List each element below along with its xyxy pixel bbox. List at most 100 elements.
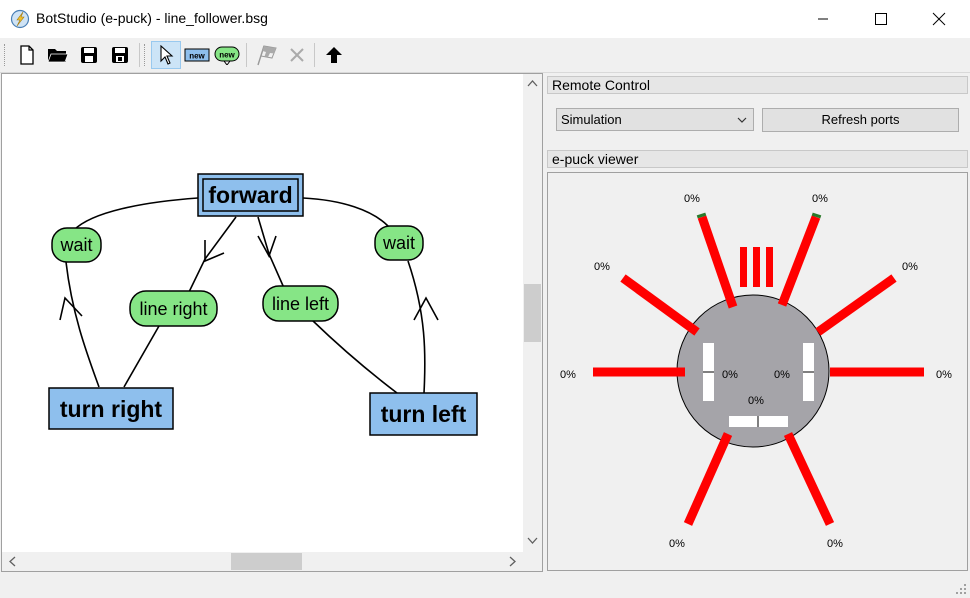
scrollbar-track [9,553,516,570]
maximize-icon [875,13,887,25]
minimize-icon [818,18,828,20]
open-file-button[interactable] [45,42,71,68]
arrow-up-icon [326,47,342,63]
epuck-viewer-header: e-puck viewer [547,150,968,168]
chevron-down-icon [737,117,747,123]
sensor-value: 0% [827,538,843,550]
close-button[interactable] [910,0,968,38]
save-as-button[interactable] [107,42,133,68]
cursor-arrow-icon [160,45,174,65]
build-button[interactable] [253,42,279,68]
chevron-up-icon[interactable] [527,80,538,87]
graph-canvas[interactable]: forward turn right turn left wait wait l… [1,73,543,572]
graph-diagram: forward turn right turn left wait wait l… [48,173,478,436]
proximity-sensor-bar [683,432,733,526]
proximity-sensor-bar [815,274,897,336]
sensor-value: 0% [560,369,576,381]
save-icon [81,47,97,63]
new-state-button[interactable]: new [184,42,210,68]
delete-button[interactable] [284,42,310,68]
condition-line-right[interactable]: line right [129,290,218,327]
proximity-sensor-bar [620,274,700,336]
svg-text:new: new [189,52,205,61]
new-file-button[interactable] [14,42,40,68]
svg-text:new: new [219,51,235,60]
led-indicator [766,247,773,287]
proximity-sensor-bar [697,215,738,309]
edge-line-right-turn-right [123,325,160,388]
condition-label: line right [139,299,207,319]
ground-sensor-value: 0% [748,395,764,407]
new-file-icon [20,45,34,65]
toolbar-separator [246,43,247,67]
condition-wait-left[interactable]: wait [51,227,102,263]
led-indicator [740,247,747,287]
chevron-left-icon[interactable] [9,556,16,567]
vertical-scrollbar[interactable] [523,74,542,552]
sensor-tip [811,212,822,219]
port-select-value: Simulation [561,112,622,127]
edge-arrowhead [257,235,277,258]
new-condition-icon: new [214,46,240,65]
ground-sensor-value: 0% [722,369,738,381]
port-select[interactable]: Simulation [556,108,754,131]
toolbar-grip[interactable] [4,44,7,66]
state-turn-left[interactable]: turn left [369,392,478,436]
chevron-down-icon[interactable] [527,537,538,544]
edge-forward-wait-right [302,197,389,227]
refresh-ports-button[interactable]: Refresh ports [762,108,959,132]
save-button[interactable] [76,42,102,68]
title-bar: BotStudio (e-puck) - line_follower.bsg [0,0,970,38]
edge-arrowhead [413,296,439,321]
edge-arrowhead [204,240,225,263]
sensor-value: 0% [902,261,918,273]
save-as-icon [112,47,128,63]
edge-forward-line-right [188,216,237,293]
epuck-viewer: 0% 0% 0% 0% 0% 0% 0% 0% 0% 0% 0% [547,172,968,571]
epuck-robot-diagram: 0% 0% 0% 0% 0% 0% 0% 0% 0% 0% 0% [560,193,952,550]
scrollbar-thumb[interactable] [231,553,302,570]
state-label: forward [208,182,292,208]
state-turn-right[interactable]: turn right [48,387,174,430]
toolbar: new new [0,38,970,73]
condition-label: line left [272,294,329,314]
new-state-icon: new [184,48,210,62]
upload-button[interactable] [321,42,347,68]
maximize-button[interactable] [852,0,910,38]
toolbar-grip[interactable] [144,44,147,66]
new-condition-button[interactable]: new [214,42,240,68]
chevron-right-icon[interactable] [509,556,516,567]
select-tool-button[interactable] [151,41,181,69]
ground-sensor-value: 0% [774,369,790,381]
window-title: BotStudio (e-puck) - line_follower.bsg [36,10,268,26]
scrollbar-corner [523,552,542,571]
remote-control-header: Remote Control [547,76,968,94]
horizontal-scrollbar[interactable] [2,552,523,571]
sensor-tip [696,212,707,219]
led-indicator [753,247,760,287]
sensor-value: 0% [684,193,700,205]
edge-turn-left-wait [407,260,426,394]
condition-line-left[interactable]: line left [262,285,339,322]
proximity-sensor-bar [783,432,835,526]
sensor-value: 0% [594,261,610,273]
checkered-flag-icon [257,45,277,66]
scrollbar-thumb[interactable] [524,284,541,342]
sensor-value: 0% [936,369,952,381]
minimize-button[interactable] [794,0,852,38]
state-label: turn right [60,396,163,422]
state-forward[interactable]: forward [197,173,304,217]
app-icon [10,9,30,29]
toolbar-separator [314,43,315,67]
condition-wait-right[interactable]: wait [374,225,424,261]
edge-turn-right-wait [65,261,100,388]
edge-line-left-turn-left [311,319,398,394]
delete-x-icon [290,48,304,62]
resize-grip-icon[interactable] [955,583,967,595]
state-label: turn left [381,401,467,427]
status-bar [0,574,970,598]
proximity-sensor-bar [777,215,821,307]
folder-open-icon [47,49,69,63]
toolbar-separator [139,43,140,67]
sensor-value: 0% [812,193,828,205]
